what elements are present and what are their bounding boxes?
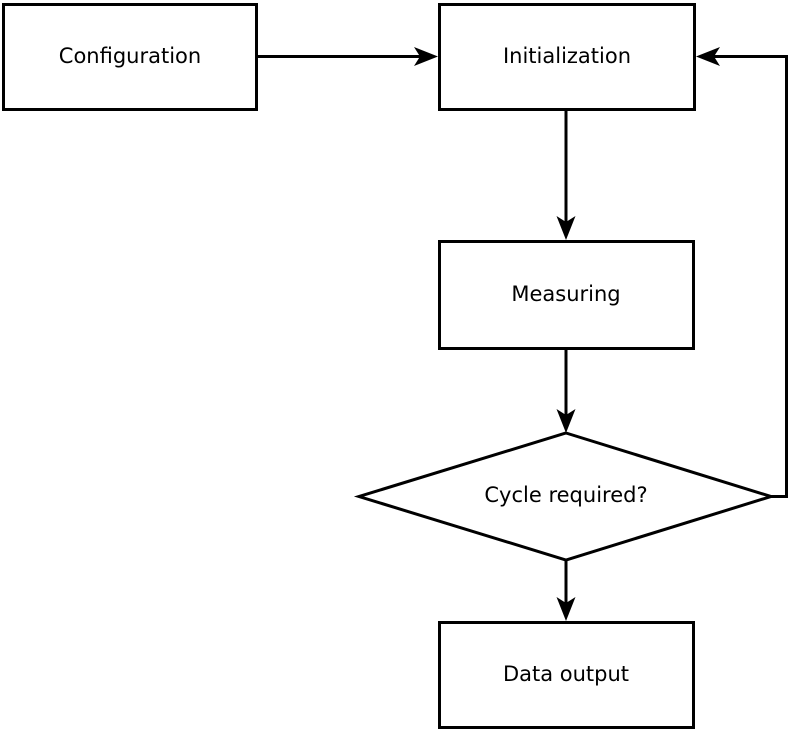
initialization-label: Initialization xyxy=(503,44,631,68)
arrow-head-left-initialization-feedback xyxy=(696,47,720,66)
initialization-box[interactable] xyxy=(438,3,696,111)
measuring-box[interactable] xyxy=(438,240,695,350)
node-cycle-required[interactable]: Cycle required? xyxy=(353,431,777,562)
configuration-label: Configuration xyxy=(59,44,201,68)
arrow-head-right-initialization xyxy=(414,47,438,66)
data-output-label: Data output xyxy=(503,662,629,686)
configuration-box[interactable] xyxy=(2,3,258,111)
cycle-required-label: Cycle required? xyxy=(484,483,647,507)
edge-initialization-to-measuring xyxy=(556,111,576,240)
node-measuring[interactable]: Measuring xyxy=(438,240,695,350)
edge-cycle-required-to-initialization-feedback xyxy=(696,47,788,498)
arrow-head-down-cycle-required xyxy=(556,409,576,433)
measuring-label: Measuring xyxy=(511,282,620,306)
arrow-head-down-measuring xyxy=(556,216,576,240)
edge-line-feedback-loop xyxy=(710,55,788,498)
arrow-head-down-data-output xyxy=(556,597,576,621)
node-initialization[interactable]: Initialization xyxy=(438,3,696,111)
edge-cycle-required-to-data-output xyxy=(556,559,576,621)
data-output-box[interactable] xyxy=(438,621,695,729)
edge-measuring-to-cycle-required xyxy=(556,350,576,433)
edge-configuration-to-initialization xyxy=(258,47,438,66)
node-configuration[interactable]: Configuration xyxy=(2,3,258,111)
node-data-output[interactable]: Data output xyxy=(438,621,695,729)
cycle-required-diamond[interactable] xyxy=(353,431,777,562)
